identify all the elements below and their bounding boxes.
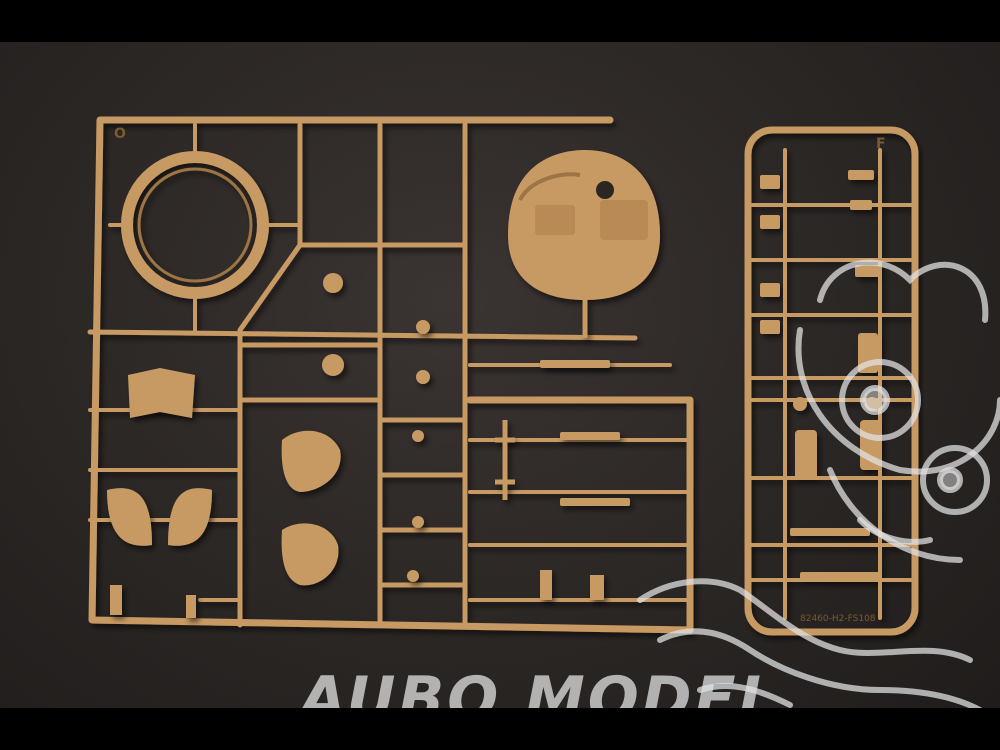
- half-disc-part-1: [107, 488, 152, 546]
- dish-part-2: [281, 523, 339, 586]
- watermark-mascot: [637, 259, 1000, 723]
- sprue-right: [744, 126, 919, 636]
- sprue-letter-right: F: [876, 136, 886, 152]
- half-disc-part-2: [168, 488, 212, 546]
- dish-part-1: [281, 430, 341, 492]
- sprue-left-frame: [88, 116, 694, 634]
- watermark-brand: AUBO MODEL: [300, 664, 780, 734]
- turret-ring-part: [121, 151, 269, 299]
- sprue-letter-left: O: [114, 126, 126, 142]
- dome-part: [508, 150, 660, 338]
- sprue-code: 82460-H2-FS108: [800, 614, 876, 624]
- small-parts-left: [107, 273, 630, 618]
- sprue-left: [87, 116, 694, 634]
- hatch-part: [128, 368, 195, 418]
